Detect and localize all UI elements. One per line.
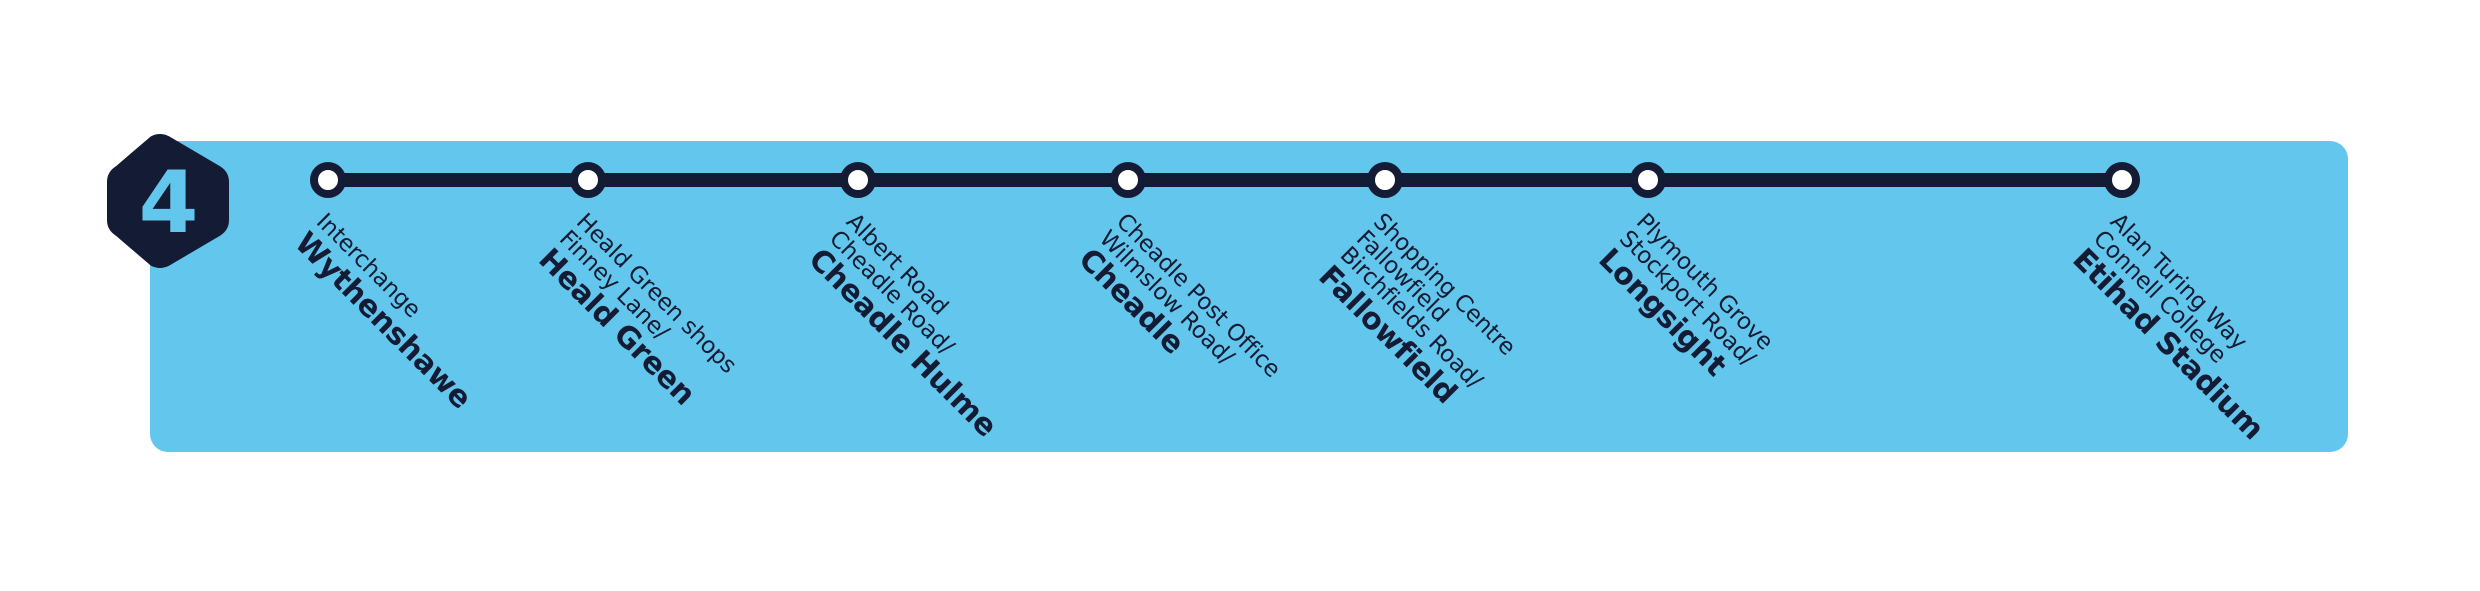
station-dot-icon[interactable] (840, 162, 876, 198)
route-number-text: 4 (139, 153, 198, 253)
station-dot-icon[interactable] (1367, 162, 1403, 198)
station-dot-icon[interactable] (1110, 162, 1146, 198)
hexagon-shape (107, 134, 229, 268)
station-dot-icon[interactable] (2104, 162, 2140, 198)
route-number-badge[interactable]: 4 (107, 134, 229, 268)
station-name: Wythenshawe (287, 225, 479, 416)
station-dot-icon[interactable] (310, 162, 346, 198)
route-panel-background (150, 141, 2348, 452)
station-dot-icon[interactable] (1630, 162, 1666, 198)
station-dot-icon[interactable] (570, 162, 606, 198)
route-line (328, 173, 2122, 187)
